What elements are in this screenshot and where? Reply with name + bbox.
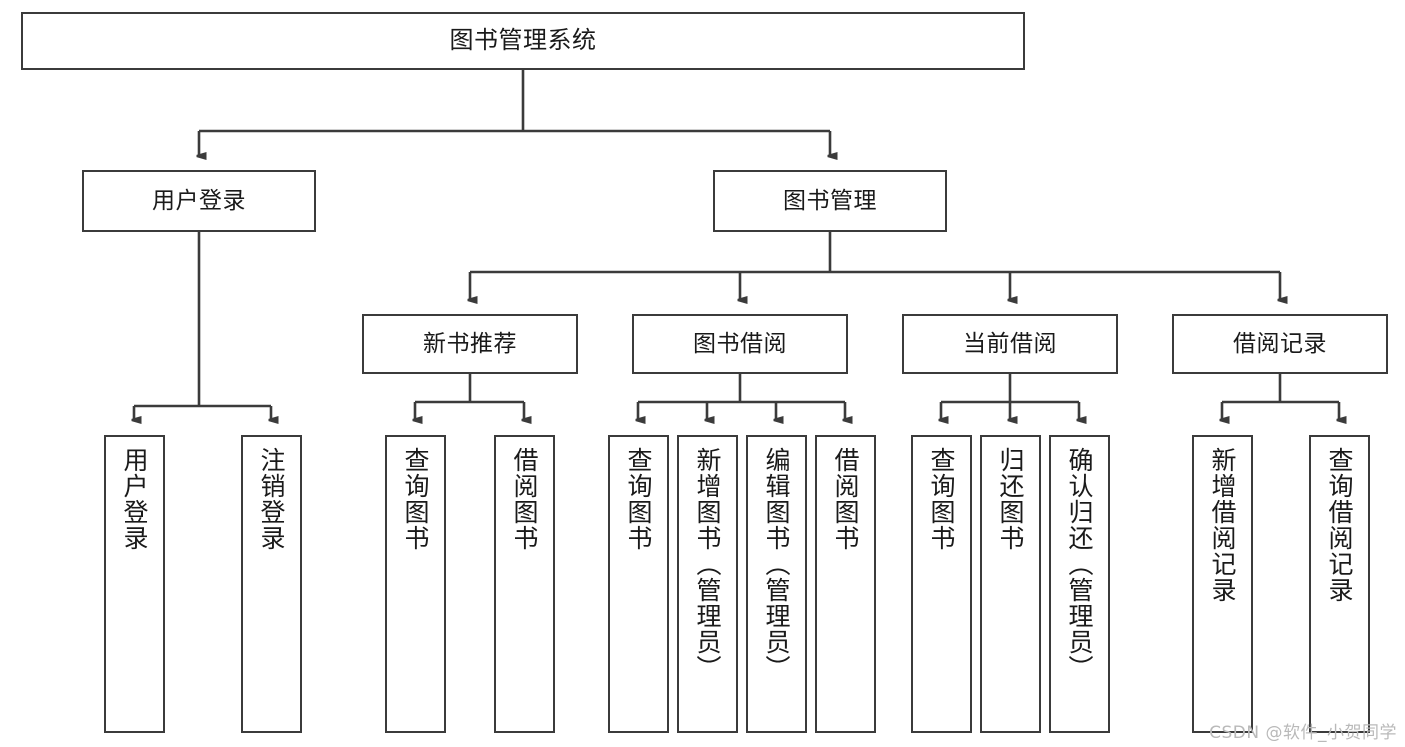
node-label: 借阅图书: [831, 447, 860, 551]
node-label: 新增借阅记录: [1208, 447, 1237, 603]
leaf-current-borrow-return-book[interactable]: 归还图书: [980, 435, 1041, 733]
node-label: 当前借阅: [963, 330, 1057, 357]
node-label: 编辑图书（管理员）: [762, 447, 791, 681]
node-label: 图书借阅: [693, 330, 787, 357]
leaf-current-borrow-confirm-return-admin[interactable]: 确认归还（管理员）: [1049, 435, 1110, 733]
leaf-borrow-record-add-record[interactable]: 新增借阅记录: [1192, 435, 1253, 733]
leaf-book-borrow-edit-book-admin[interactable]: 编辑图书（管理员）: [746, 435, 807, 733]
node-label: 图书管理: [783, 187, 877, 214]
node-label: 新书推荐: [423, 330, 517, 357]
node-label: 查询图书: [401, 447, 430, 551]
watermark: CSDN @软件_小贺同学: [1209, 723, 1397, 743]
leaf-book-borrow-add-book-admin[interactable]: 新增图书（管理员）: [677, 435, 738, 733]
node-label: 新增图书（管理员）: [693, 447, 722, 681]
node-label: 用户登录: [120, 447, 149, 551]
leaf-new-book-borrow-book[interactable]: 借阅图书: [494, 435, 555, 733]
leaf-borrow-record-query-record[interactable]: 查询借阅记录: [1309, 435, 1370, 733]
leaf-book-borrow-borrow-book[interactable]: 借阅图书: [815, 435, 876, 733]
node-book-borrow[interactable]: 图书借阅: [632, 314, 848, 374]
node-user-login[interactable]: 用户登录: [82, 170, 316, 232]
node-label: 查询图书: [927, 447, 956, 551]
leaf-user-login-logout[interactable]: 注销登录: [241, 435, 302, 733]
node-current-borrow[interactable]: 当前借阅: [902, 314, 1118, 374]
node-label: 借阅图书: [510, 447, 539, 551]
node-root-book-management-system[interactable]: 图书管理系统: [21, 12, 1025, 70]
leaf-user-login-login[interactable]: 用户登录: [104, 435, 165, 733]
node-label: 注销登录: [257, 447, 286, 551]
leaf-current-borrow-query-book[interactable]: 查询图书: [911, 435, 972, 733]
node-label: 借阅记录: [1233, 330, 1327, 357]
node-label: 查询图书: [624, 447, 653, 551]
leaf-new-book-query-book[interactable]: 查询图书: [385, 435, 446, 733]
node-label: 图书管理系统: [449, 26, 597, 55]
node-label: 归还图书: [996, 447, 1025, 551]
node-label: 查询借阅记录: [1325, 447, 1354, 603]
node-label: 用户登录: [152, 187, 246, 214]
leaf-book-borrow-query-book[interactable]: 查询图书: [608, 435, 669, 733]
node-borrow-record[interactable]: 借阅记录: [1172, 314, 1388, 374]
node-new-book-recommend[interactable]: 新书推荐: [362, 314, 578, 374]
node-label: 确认归还（管理员）: [1065, 447, 1094, 681]
node-book-management[interactable]: 图书管理: [713, 170, 947, 232]
